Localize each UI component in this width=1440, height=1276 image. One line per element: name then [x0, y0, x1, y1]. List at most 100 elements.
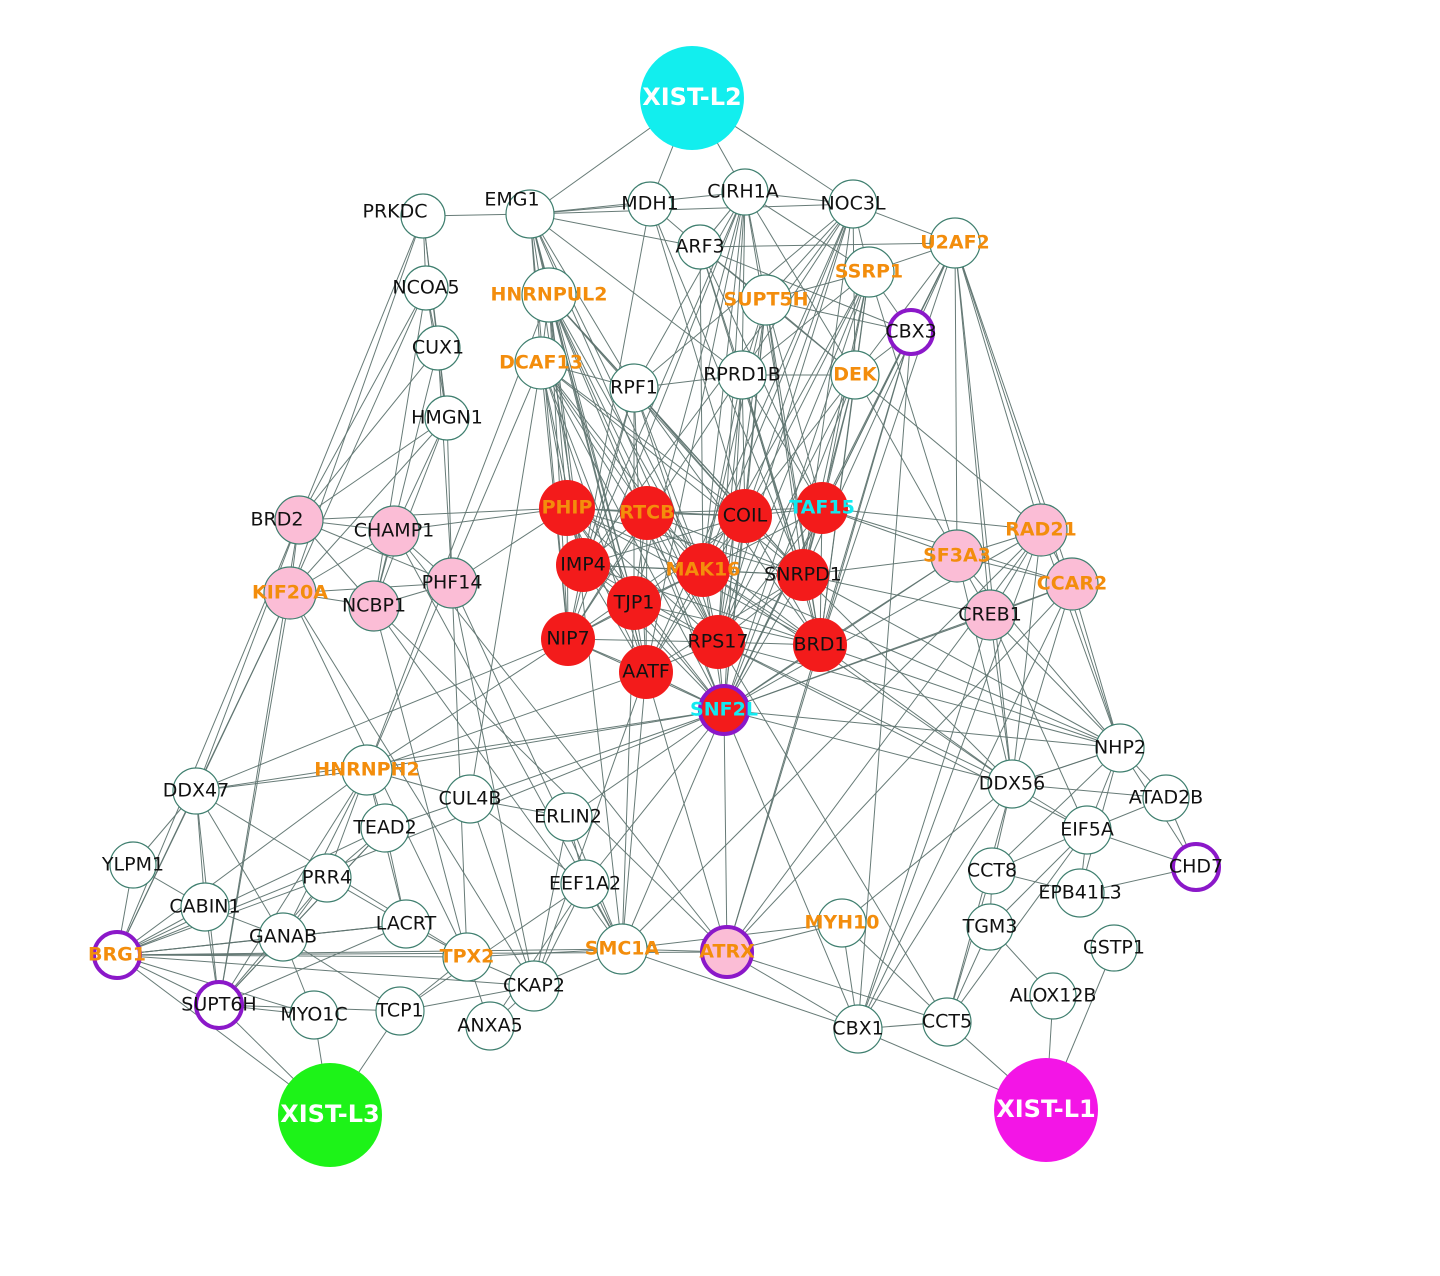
network-node-taf15[interactable]: TAF15	[789, 482, 855, 534]
network-node-cirh1a[interactable]: CIRH1A	[707, 168, 779, 216]
network-node-supt5h[interactable]: SUPT5H	[723, 274, 809, 326]
node-circle[interactable]	[442, 932, 492, 982]
network-node-rps17[interactable]: RPS17	[688, 615, 749, 669]
node-circle[interactable]	[609, 363, 659, 413]
network-node-epb41l3[interactable]: EPB41L3	[1038, 868, 1122, 918]
network-node-mdh1[interactable]: MDH1	[621, 181, 679, 227]
node-circle[interactable]	[796, 482, 848, 534]
network-node-brd1[interactable]: BRD1	[793, 618, 847, 672]
node-circle[interactable]	[887, 308, 935, 356]
network-node-cct5[interactable]: CCT5	[922, 997, 972, 1047]
network-node-arf3[interactable]: ARF3	[675, 224, 725, 270]
node-circle[interactable]	[843, 246, 895, 298]
network-node-hnrnpul2[interactable]: HNRNPUL2	[490, 267, 608, 323]
network-node-rtcb[interactable]: RTCB	[619, 486, 675, 540]
node-circle[interactable]	[929, 217, 981, 269]
network-node-ckap2[interactable]: CKAP2	[503, 960, 565, 1012]
node-circle[interactable]	[966, 903, 1014, 951]
node-circle[interactable]	[627, 181, 673, 227]
network-node-atrx[interactable]: ATRX	[699, 925, 755, 979]
node-circle[interactable]	[994, 1058, 1098, 1162]
network-node-rad21[interactable]: RAD21	[1005, 503, 1077, 557]
network-node-cct8[interactable]: CCT8	[967, 847, 1017, 895]
network-node-sf3a3[interactable]: SF3A3	[923, 529, 991, 583]
node-circle[interactable]	[341, 744, 393, 796]
node-circle[interactable]	[274, 495, 324, 545]
node-circle[interactable]	[987, 759, 1037, 809]
network-node-phf14[interactable]: PHF14	[422, 557, 483, 609]
network-node-rpf1[interactable]: RPF1	[609, 363, 659, 413]
node-circle[interactable]	[718, 489, 772, 543]
node-circle[interactable]	[400, 193, 446, 239]
node-circle[interactable]	[1062, 805, 1112, 855]
node-circle[interactable]	[381, 899, 431, 949]
network-node-dek[interactable]: DEK	[830, 350, 880, 400]
node-circle[interactable]	[833, 1004, 883, 1054]
node-circle[interactable]	[368, 505, 420, 557]
network-node-hnrnph2[interactable]: HNRNPH2	[314, 744, 420, 796]
network-node-dcaf13[interactable]: DCAF13	[499, 336, 583, 390]
network-node-imp4[interactable]: IMP4	[556, 538, 610, 592]
node-circle[interactable]	[1171, 842, 1221, 892]
network-node-snrpd1[interactable]: SNRPD1	[764, 549, 842, 601]
node-circle[interactable]	[817, 898, 867, 948]
node-circle[interactable]	[360, 803, 410, 853]
network-node-nhp2[interactable]: NHP2	[1094, 723, 1146, 773]
node-circle[interactable]	[521, 267, 577, 323]
node-circle[interactable]	[1014, 503, 1068, 557]
node-circle[interactable]	[640, 46, 744, 150]
network-node-ddx56[interactable]: DDX56	[979, 759, 1045, 809]
node-circle[interactable]	[505, 189, 555, 239]
node-circle[interactable]	[930, 529, 984, 583]
node-circle[interactable]	[1029, 972, 1077, 1020]
network-node-brg1[interactable]: BRG1	[88, 930, 146, 980]
node-circle[interactable]	[964, 589, 1016, 641]
node-circle[interactable]	[172, 767, 220, 815]
network-node-aatf[interactable]: AATF	[619, 645, 673, 699]
node-circle[interactable]	[514, 336, 568, 390]
network-node-rprd1b[interactable]: RPRD1B	[703, 350, 781, 400]
node-circle[interactable]	[109, 841, 157, 889]
node-circle[interactable]	[677, 224, 723, 270]
network-node-tead2[interactable]: TEAD2	[352, 803, 417, 853]
node-circle[interactable]	[717, 350, 767, 400]
network-node-xist-l3[interactable]: XIST-L3	[278, 1063, 382, 1167]
network-node-hmgn1[interactable]: HMGN1	[411, 395, 483, 441]
network-node-ganab[interactable]: GANAB	[249, 912, 317, 962]
node-circle[interactable]	[556, 538, 610, 592]
network-node-smc1a[interactable]: SMC1A	[585, 923, 660, 975]
network-node-noc3l[interactable]: NOC3L	[820, 179, 886, 229]
network-node-ccar2[interactable]: CCAR2	[1037, 557, 1107, 611]
network-node-xist-l1[interactable]: XIST-L1	[994, 1058, 1098, 1162]
network-node-myo1c[interactable]: MYO1C	[280, 990, 348, 1040]
node-circle[interactable]	[777, 549, 829, 601]
node-circle[interactable]	[830, 350, 880, 400]
network-node-ddx47[interactable]: DDX47	[163, 767, 229, 815]
network-node-coil[interactable]: COIL	[718, 489, 772, 543]
node-circle[interactable]	[560, 859, 610, 909]
node-circle[interactable]	[968, 847, 1016, 895]
node-circle[interactable]	[1090, 924, 1138, 972]
network-node-chd7[interactable]: CHD7	[1169, 842, 1223, 892]
network-node-phip[interactable]: PHIP	[539, 480, 595, 536]
network-node-kif20a[interactable]: KIF20A	[252, 566, 328, 620]
network-node-champ1[interactable]: CHAMP1	[354, 505, 435, 557]
network-node-myh10[interactable]: MYH10	[804, 898, 880, 948]
node-circle[interactable]	[263, 566, 317, 620]
network-node-creb1[interactable]: CREB1	[958, 589, 1022, 641]
node-circle[interactable]	[180, 882, 230, 932]
network-node-nip7[interactable]: NIP7	[541, 612, 595, 666]
node-circle[interactable]	[543, 792, 593, 842]
network-node-gstp1[interactable]: GSTP1	[1083, 924, 1145, 972]
node-circle[interactable]	[691, 615, 745, 669]
network-node-cul4b[interactable]: CUL4B	[439, 774, 502, 824]
network-node-eef1a2[interactable]: EEF1A2	[549, 859, 621, 909]
node-circle[interactable]	[289, 990, 339, 1040]
network-node-erlin2[interactable]: ERLIN2	[534, 792, 602, 842]
node-circle[interactable]	[465, 1001, 515, 1051]
network-node-brd2[interactable]: BRD2	[251, 495, 324, 545]
node-circle[interactable]	[445, 774, 495, 824]
network-node-eif5a[interactable]: EIF5A	[1060, 805, 1114, 855]
node-circle[interactable]	[620, 486, 674, 540]
